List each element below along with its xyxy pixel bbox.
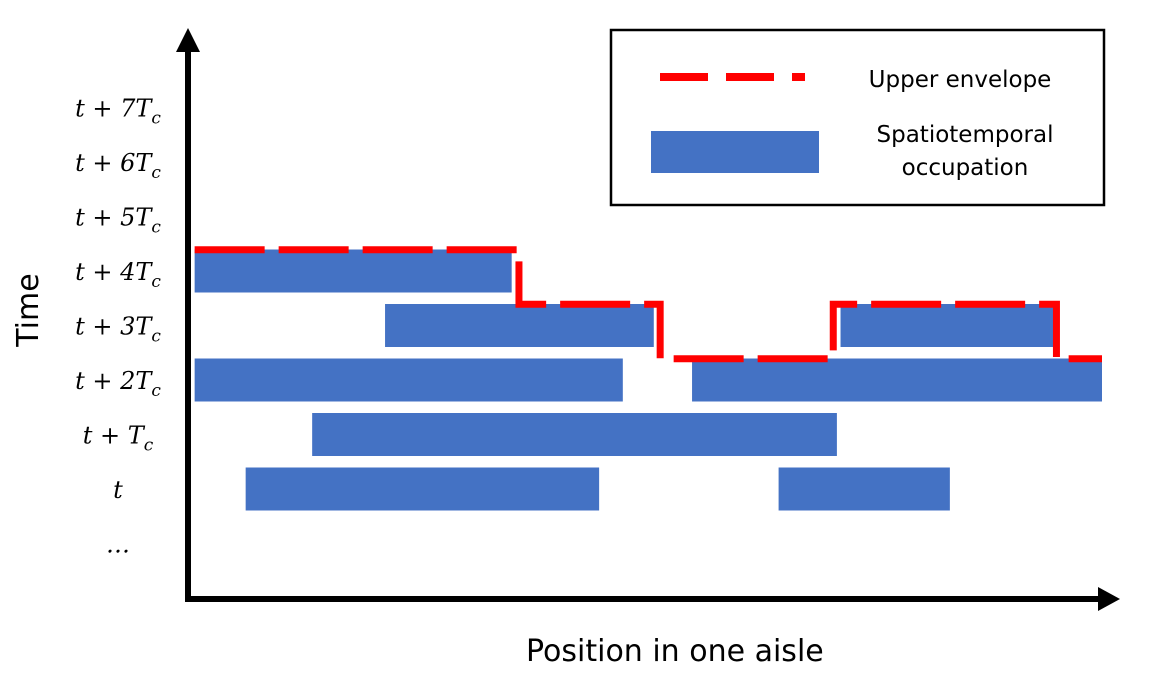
occupation-bar [692, 358, 1102, 402]
upper-envelope-line [194, 246, 1102, 363]
y-axis-label: Time [11, 273, 46, 347]
occupation-bar [840, 304, 1056, 347]
time-tick-subscript: c [151, 381, 161, 401]
legend-occupation-swatch [651, 131, 819, 173]
time-tick-label: t + Tc [83, 422, 154, 456]
time-tick-subscript: c [151, 327, 161, 347]
time-tick-label: t + 6Tc [75, 149, 161, 183]
occupation-bar [778, 467, 950, 511]
time-tick-subscript: c [151, 272, 161, 292]
time-tick-label: t [113, 476, 123, 504]
upper-envelope-group [194, 246, 1102, 363]
time-tick-label: t + 2Tc [75, 367, 161, 401]
legend-box [609, 28, 1106, 207]
time-tick-label: t + 5Tc [75, 204, 161, 238]
time-tick-labels: … t t + Tc t + 2Tc t + 3Tc t + 4Tc t + 5Tc t + … [75, 95, 161, 559]
occupation-bar [312, 413, 837, 456]
time-tick-label: t + 4Tc [75, 258, 161, 292]
occupation-bar [194, 358, 623, 402]
occupation-bar [194, 249, 512, 293]
time-tick-label: … [106, 531, 130, 559]
time-tick-subscript: c [151, 109, 161, 129]
occupation-bars [194, 249, 1102, 511]
y-axis-arrow [176, 28, 200, 52]
time-tick-subscript: c [151, 163, 161, 183]
time-tick-subscript: c [151, 218, 161, 238]
x-axis-label: Position in one aisle [526, 634, 824, 669]
occupation-bar [385, 304, 654, 347]
legend-envelope-label: Upper envelope [869, 67, 1052, 93]
time-tick-subscript: c [144, 436, 154, 456]
x-axis-arrow [1098, 587, 1120, 611]
occupation-bar [245, 467, 600, 511]
time-tick-label: t + 7Tc [75, 95, 161, 129]
time-tick-label: t + 3Tc [75, 313, 161, 347]
